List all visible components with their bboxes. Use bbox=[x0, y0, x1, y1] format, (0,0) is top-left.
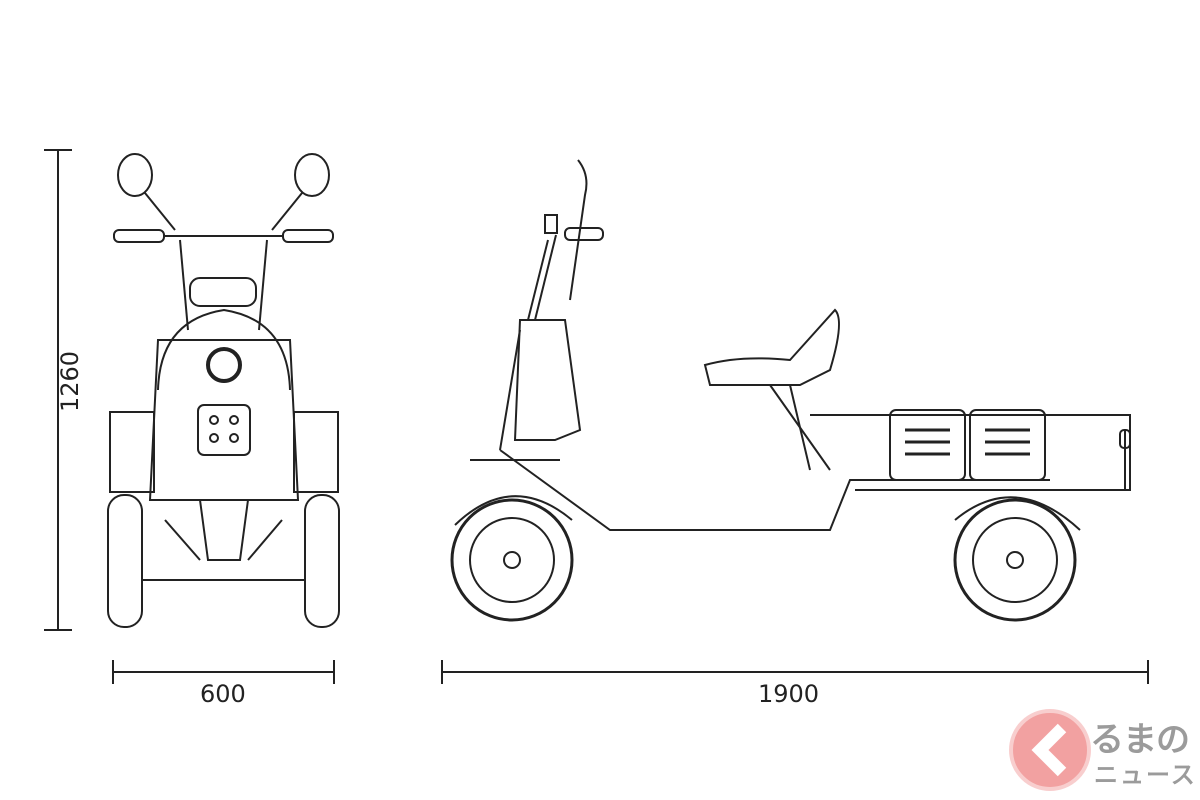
watermark-text-line1: るまの bbox=[1090, 720, 1190, 760]
side-view bbox=[450, 159, 1131, 622]
watermark-text-line2: ニュース bbox=[1094, 761, 1197, 789]
length-dimension-line bbox=[441, 660, 1149, 684]
front-width-dimension-line bbox=[112, 660, 335, 684]
front-width-label: 600 bbox=[200, 680, 246, 708]
length-label: 1900 bbox=[758, 680, 820, 708]
watermark-logo bbox=[1009, 709, 1091, 791]
height-label: 1260 bbox=[56, 350, 84, 412]
front-view bbox=[107, 153, 340, 628]
height-dimension-line bbox=[44, 149, 72, 631]
